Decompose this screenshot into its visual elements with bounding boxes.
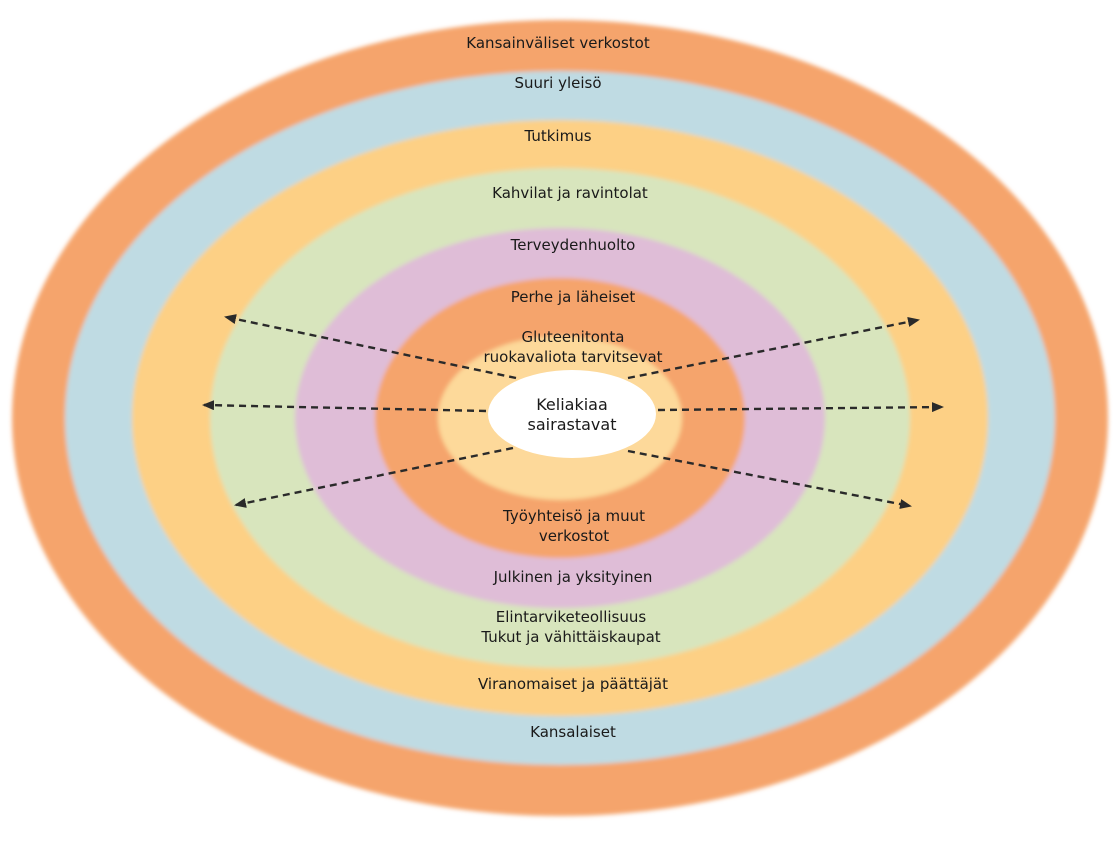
label-kansalaiset: Kansalaiset: [530, 723, 616, 741]
label-viranomaiset-ja-paattajat: Viranomaiset ja päättäjät: [478, 675, 668, 693]
label-ruokavaliota-tarvitsevat: ruokavaliota tarvitsevat: [483, 348, 662, 366]
arrows: [202, 314, 944, 509]
label-suuri-yleiso: Suuri yleisö: [514, 74, 601, 92]
label-tukut-ja-vahittaiskaupat: Tukut ja vähittäiskaupat: [480, 628, 660, 646]
label-sairastavat: sairastavat: [528, 415, 617, 434]
labels: Kansainväliset verkostot Suuri yleisö Tu…: [466, 34, 668, 741]
label-perhe-ja-laheiset: Perhe ja läheiset: [511, 288, 636, 306]
label-verkostot: verkostot: [539, 527, 609, 545]
label-terveydenhuolto: Terveydenhuolto: [510, 236, 636, 254]
core-keliakia: [488, 370, 656, 458]
arrow-upper-right: [627, 317, 920, 380]
label-tutkimus: Tutkimus: [523, 127, 591, 145]
label-tyoyhteiso: Työyhteisö ja muut: [502, 507, 645, 525]
label-keliakiaa: Keliakiaa: [536, 395, 608, 414]
arrow-upper-left: [224, 314, 517, 380]
label-gluteenitonta: Gluteenitonta: [522, 328, 625, 346]
label-kansainvaliset-verkostot: Kansainväliset verkostot: [466, 34, 650, 52]
label-elintarviketeollisuus: Elintarviketeollisuus: [496, 608, 647, 626]
label-julkinen-ja-yksityinen: Julkinen ja yksityinen: [493, 568, 653, 586]
label-kahvilat-ja-ravintolat: Kahvilat ja ravintolat: [492, 184, 648, 202]
